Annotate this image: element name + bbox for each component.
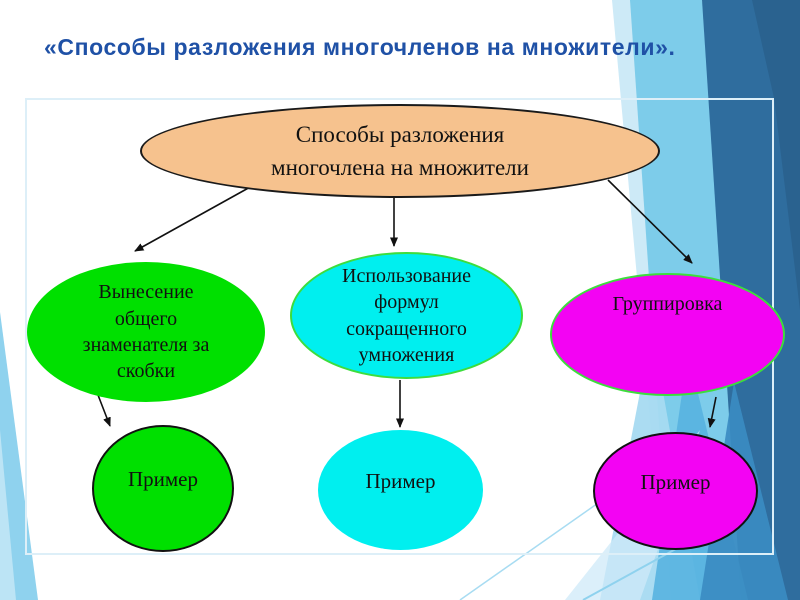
- root-node-label: Способы разложения многочлена на множите…: [271, 121, 529, 180]
- arrow-method-1-to-example-1: [97, 394, 111, 427]
- method-label: Группировка: [612, 293, 723, 315]
- method-node-grouping: Группировка: [550, 273, 785, 396]
- example-node-2: Пример: [318, 430, 483, 550]
- example-node-1: Пример: [92, 425, 234, 552]
- method-node-common-factor: Вынесение общего знаменателя за скобки: [27, 262, 265, 402]
- method-node-abridged-multiplication: Использование формул сокращенного умноже…: [290, 252, 523, 379]
- example-node-3: Пример: [593, 432, 758, 550]
- arrow-method-3-to-example-3: [707, 396, 717, 428]
- example-label: Пример: [365, 468, 436, 493]
- arrow-root-to-method-1: [134, 185, 253, 252]
- method-label: Использование формул сокращенного умноже…: [342, 264, 471, 366]
- example-label: Пример: [640, 469, 711, 494]
- example-label: Пример: [127, 467, 198, 491]
- connector-arrows: [97, 179, 717, 428]
- slide-title: «Способы разложения многочленов на множи…: [44, 34, 676, 60]
- root-node-ellipse: Способы разложения многочлена на множите…: [140, 104, 660, 198]
- arrow-root-to-method-3: [607, 179, 693, 264]
- method-label: Вынесение общего знаменателя за скобки: [82, 281, 210, 383]
- triangle-bottom-left: [0, 312, 38, 600]
